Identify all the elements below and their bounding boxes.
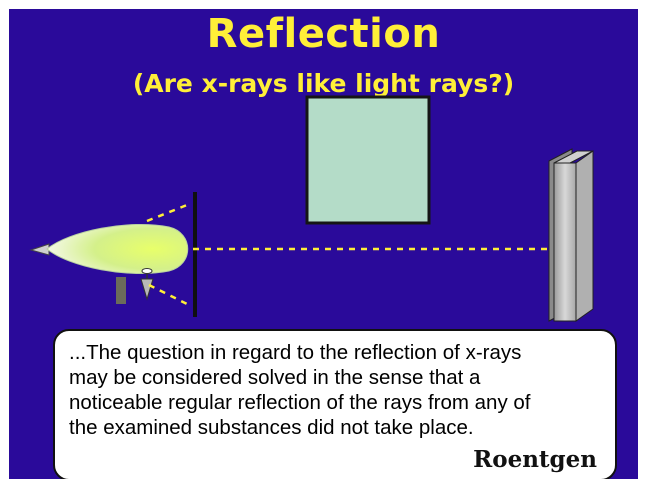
experiment-illustration xyxy=(29,95,594,322)
quote-author: Roentgen xyxy=(473,446,597,473)
detector-screen-icon xyxy=(548,148,594,322)
reflector-plate-icon xyxy=(305,95,431,225)
quote-box: ...The question in regard to the reflect… xyxy=(53,329,617,479)
ray-lines xyxy=(146,203,557,307)
x-ray-tube-icon xyxy=(29,224,189,304)
slide: Reflection (Are x-rays like light rays?) xyxy=(9,9,638,479)
slide-subtitle: (Are x-rays like light rays?) xyxy=(132,69,515,98)
slide-title: Reflection xyxy=(206,11,441,57)
quote-text: ...The question in regard to the reflect… xyxy=(69,341,531,439)
